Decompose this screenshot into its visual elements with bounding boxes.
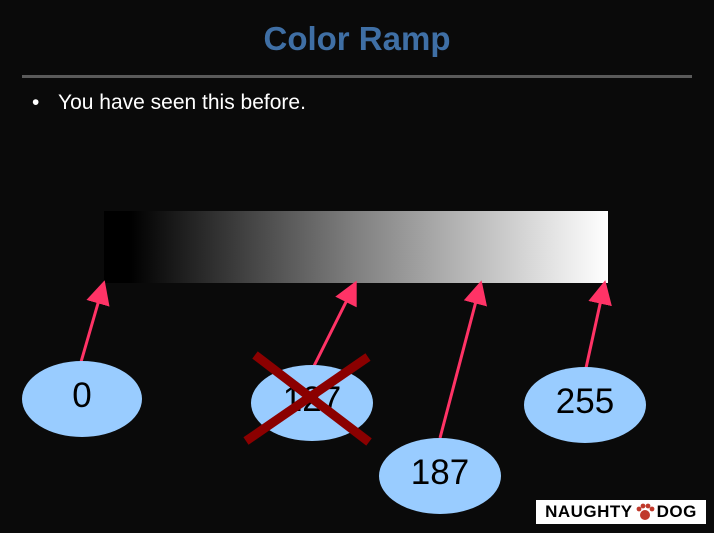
paw-icon: [635, 502, 655, 522]
value-bubble-255: [524, 367, 646, 443]
arrow-127: [311, 280, 357, 369]
value-label-0: 0: [72, 376, 91, 415]
logo-text-right: DOG: [656, 502, 697, 521]
gray-color-ramp: [104, 211, 608, 283]
bullet-dot: •: [32, 91, 40, 114]
slide-title: Color Ramp: [263, 20, 451, 57]
title-divider: [22, 75, 692, 78]
value-bubble-187: [379, 438, 501, 514]
cross-out-mark: [243, 351, 372, 446]
naughty-dog-logo: NAUGHTY DOG: [530, 492, 712, 532]
arrow-187: [438, 280, 488, 439]
arrow-255: [584, 280, 612, 369]
bullet-text: You have seen this before.: [58, 91, 306, 114]
bullet-item: • You have seen this before.: [32, 91, 306, 115]
value-bubble-0: [22, 361, 142, 437]
value-label-255: 255: [556, 382, 614, 421]
value-label-187: 187: [411, 453, 469, 492]
arrow-0: [79, 280, 110, 363]
logo-text-left: NAUGHTY: [545, 502, 633, 521]
